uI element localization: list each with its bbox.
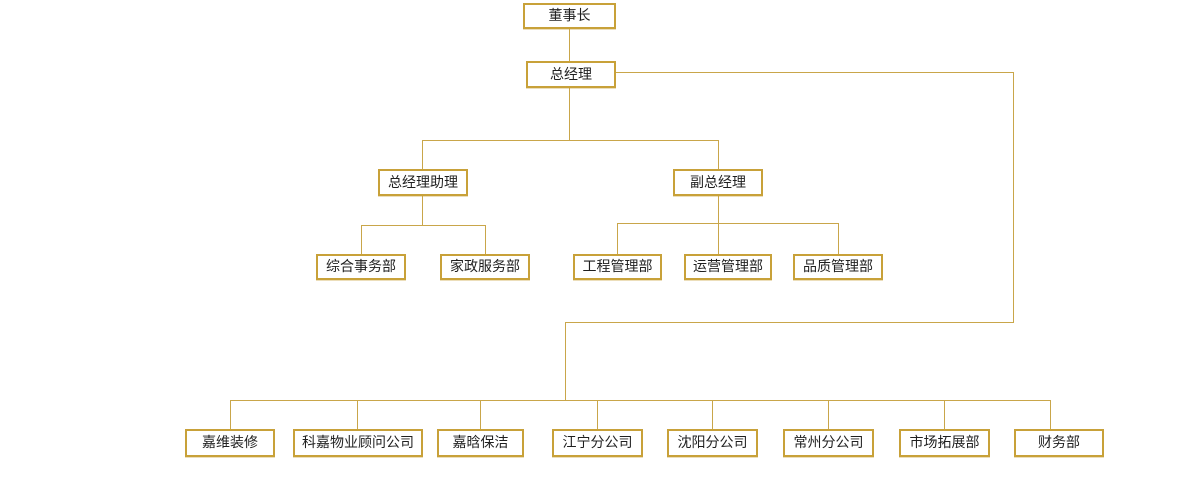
node-general-affairs-dept: 综合事务部 <box>316 254 406 280</box>
node-market-expansion-dept: 市场拓展部 <box>899 429 990 457</box>
connector-housekeeping-drop <box>485 225 486 254</box>
connector-jiangning-drop <box>597 400 598 429</box>
connector-chairman-gm <box>569 29 570 61</box>
connector-gm-right-rail <box>615 72 1013 73</box>
node-operations-dept: 运营管理部 <box>684 254 772 280</box>
node-general-manager: 总经理 <box>526 61 616 88</box>
connector-changzhou-drop <box>828 400 829 429</box>
node-gm-assistant: 总经理助理 <box>378 169 468 196</box>
node-shenyang-branch: 沈阳分公司 <box>667 429 758 457</box>
node-finance-dept: 财务部 <box>1014 429 1104 457</box>
node-jiawei-decoration: 嘉维装修 <box>185 429 275 457</box>
node-changzhou-branch: 常州分公司 <box>783 429 874 457</box>
connector-deputy-stem <box>718 196 719 254</box>
connector-general-affairs-drop <box>361 225 362 254</box>
node-quality-dept: 品质管理部 <box>793 254 883 280</box>
node-kejia-property-consulting: 科嘉物业顾问公司 <box>293 429 423 457</box>
connector-shenyang-drop <box>712 400 713 429</box>
node-jiangning-branch: 江宁分公司 <box>552 429 643 457</box>
connector-assistant-children-rail <box>361 225 485 226</box>
connector-finance-drop <box>1050 400 1051 429</box>
connector-kejia-drop <box>357 400 358 429</box>
connector-bottom-stem <box>565 322 566 401</box>
connector-deputy-drop <box>718 140 719 169</box>
connector-right-down <box>1013 72 1014 323</box>
connector-assistant-drop <box>422 140 423 169</box>
connector-jiawei-drop <box>230 400 231 429</box>
connector-gm-stem <box>569 88 570 141</box>
connector-assistant-stem <box>422 196 423 225</box>
connector-engineering-drop <box>617 223 618 254</box>
connector-right-to-bottom-stem <box>565 322 1014 323</box>
connector-level2-rail <box>422 140 719 141</box>
node-housekeeping-dept: 家政服务部 <box>440 254 530 280</box>
connector-quality-drop <box>838 223 839 254</box>
node-jiaha-cleaning: 嘉晗保洁 <box>437 429 524 457</box>
node-engineering-dept: 工程管理部 <box>573 254 662 280</box>
connector-bottom-rail <box>230 400 1050 401</box>
connector-market-drop <box>944 400 945 429</box>
node-chairman: 董事长 <box>523 3 616 29</box>
connector-deputy-children-rail <box>617 223 838 224</box>
connector-jiaha-drop <box>480 400 481 429</box>
node-deputy-gm: 副总经理 <box>673 169 763 196</box>
